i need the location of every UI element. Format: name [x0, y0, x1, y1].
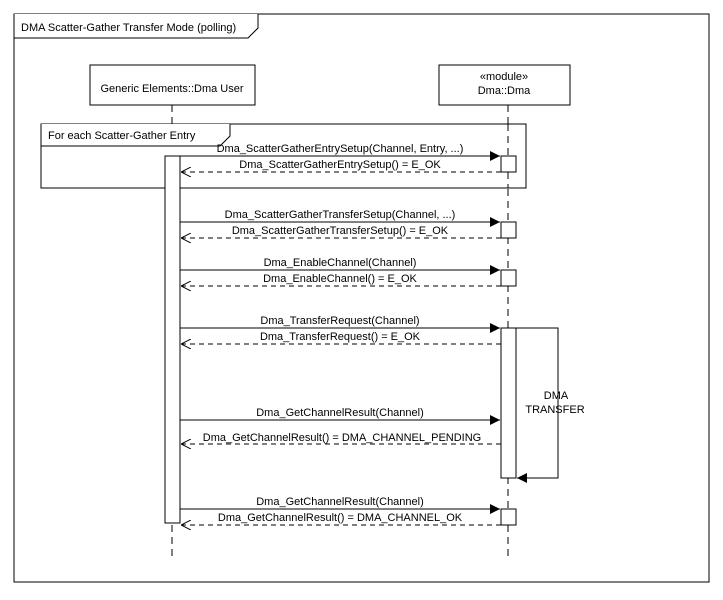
message-1-label: Dma_ScatterGatherEntrySetup(Channel, Ent…: [217, 143, 464, 155]
activation-dma-2: [500, 221, 517, 239]
message-12-label: Dma_GetChannelResult() = DMA_CHANNEL_OK: [218, 512, 463, 524]
message-8-label: Dma_TransferRequest() = E_OK: [260, 331, 421, 343]
message-12: Dma_GetChannelResult() = DMA_CHANNEL_OK: [181, 512, 501, 525]
activation-dma-1: [500, 155, 517, 173]
lifeline-label-user: Generic Elements::Dma User: [100, 83, 243, 95]
lifeline-stereotype-dma: «module»: [480, 71, 528, 83]
activation-user: [164, 155, 181, 524]
message-9: Dma_GetChannelResult(Channel): [180, 407, 500, 425]
message-9-label: Dma_GetChannelResult(Channel): [256, 407, 424, 419]
message-5: Dma_EnableChannel(Channel): [180, 257, 500, 275]
loop-fragment-label: For each Scatter-Gather Entry: [48, 130, 196, 142]
message-7-label: Dma_TransferRequest(Channel): [260, 315, 419, 327]
frame-title: DMA Scatter-Gather Transfer Mode (pollin…: [21, 22, 236, 34]
message-3: Dma_ScatterGatherTransferSetup(Channel, …: [180, 209, 500, 227]
self-message-label-line1: DMA: [544, 390, 569, 402]
message-2: Dma_ScatterGatherEntrySetup() = E_OK: [181, 159, 501, 172]
message-10-label: Dma_GetChannelResult() = DMA_CHANNEL_PEN…: [203, 432, 481, 444]
message-6: Dma_EnableChannel() = E_OK: [181, 273, 501, 286]
message-4-label: Dma_ScatterGatherTransferSetup() = E_OK: [232, 225, 449, 237]
message-4: Dma_ScatterGatherTransferSetup() = E_OK: [181, 225, 501, 238]
message-5-label: Dma_EnableChannel(Channel): [264, 257, 417, 269]
loop-fragment-tab: [40, 124, 231, 147]
message-7: Dma_TransferRequest(Channel): [180, 315, 500, 333]
message-6-label: Dma_EnableChannel() = E_OK: [263, 273, 417, 285]
activation-dma-3: [500, 269, 517, 287]
lifeline-head-dma: [438, 64, 571, 106]
activation-dma-long: [500, 327, 517, 479]
lifeline-label-dma: Dma::Dma: [478, 85, 531, 97]
message-1: Dma_ScatterGatherEntrySetup(Channel, Ent…: [180, 143, 500, 161]
message-11: Dma_GetChannelResult(Channel): [180, 496, 500, 514]
self-message-dma-transfer: DMA TRANSFER: [516, 327, 585, 483]
message-3-label: Dma_ScatterGatherTransferSetup(Channel, …: [225, 209, 456, 221]
message-8: Dma_TransferRequest() = E_OK: [181, 331, 501, 344]
message-10: Dma_GetChannelResult() = DMA_CHANNEL_PEN…: [181, 432, 501, 444]
message-11-label: Dma_GetChannelResult(Channel): [256, 496, 424, 508]
activation-dma-4: [500, 508, 517, 526]
message-2-label: Dma_ScatterGatherEntrySetup() = E_OK: [239, 159, 441, 171]
diagram-frame: [13, 13, 710, 583]
self-message-label-line2: TRANSFER: [525, 404, 584, 416]
frame-title-tab: [13, 14, 259, 39]
